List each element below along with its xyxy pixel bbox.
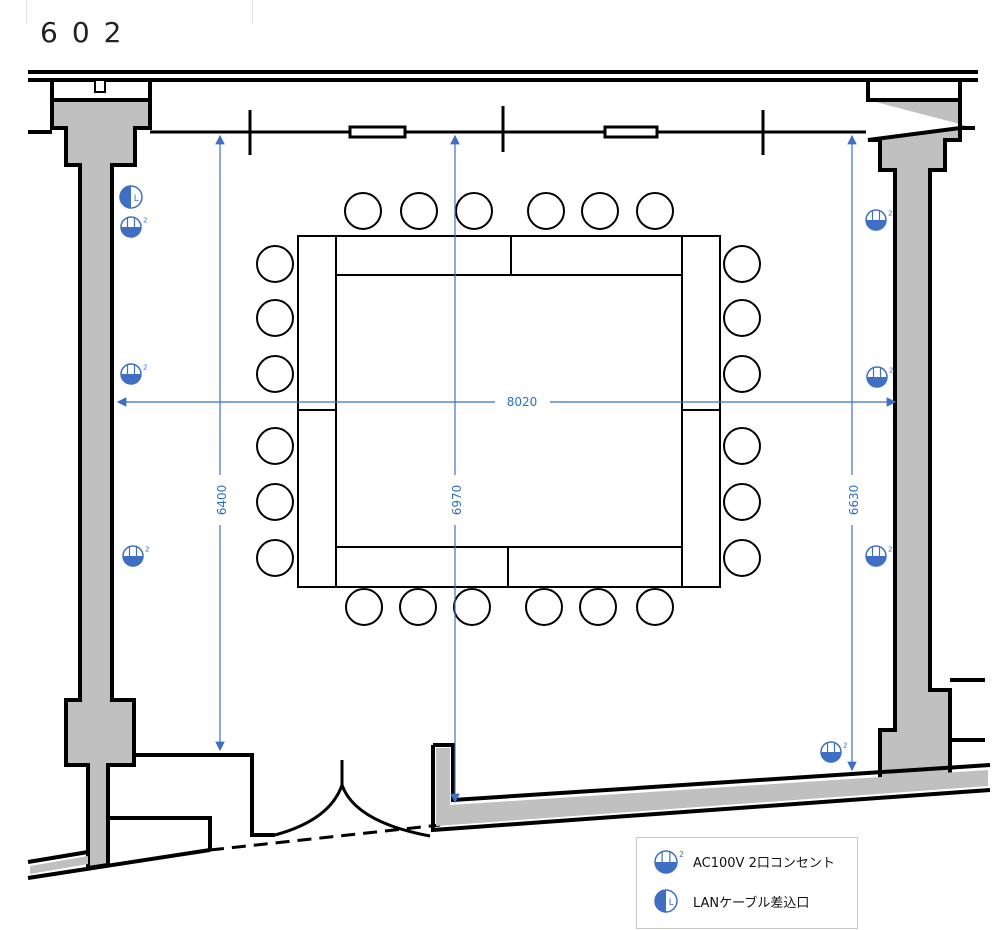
- chair: [581, 192, 619, 230]
- dimension-left-depth: 6400: [215, 485, 229, 516]
- chair: [525, 588, 563, 626]
- chair: [256, 539, 294, 577]
- bottom-right-wall-fill: [436, 748, 988, 826]
- outlet-count: 2: [843, 742, 847, 750]
- bottom-walls: [27, 743, 991, 880]
- ac-outlet-icon: 2: [820, 741, 847, 763]
- chair: [636, 588, 674, 626]
- legend-lan-port: L LANケーブル差込口: [653, 888, 809, 914]
- room-number: 602: [40, 16, 136, 49]
- dimension-lines: [116, 134, 897, 804]
- ac-outlet-icon: 2: [122, 545, 149, 567]
- chair: [636, 192, 674, 230]
- chair: [723, 483, 761, 521]
- chair: [723, 355, 761, 393]
- outlets: L 2 2 2 2 2 2 2: [119, 185, 893, 763]
- outlet-count: 2: [679, 850, 684, 859]
- right-column: [866, 80, 985, 785]
- ac-outlet-icon: 2: [120, 363, 147, 385]
- chairs: [256, 192, 761, 626]
- lan-port-icon: L: [654, 889, 678, 913]
- table: [681, 235, 721, 411]
- table: [297, 409, 337, 588]
- outlet-count: 2: [888, 546, 892, 554]
- chair: [256, 355, 294, 393]
- legend: 2 AC100V 2口コンセント L LANケーブル差込口: [636, 837, 858, 929]
- dimension-width: 8020: [507, 395, 538, 409]
- chair: [400, 192, 438, 230]
- chair: [256, 427, 294, 465]
- chair: [723, 299, 761, 337]
- chair: [344, 192, 382, 230]
- chair: [256, 483, 294, 521]
- table: [507, 546, 683, 588]
- bottom-left-wall-fill: [30, 856, 88, 874]
- chair: [527, 192, 565, 230]
- chair: [723, 245, 761, 283]
- chair: [256, 299, 294, 337]
- outlet-count: 2: [888, 210, 892, 218]
- dimension-center-depth: 6970: [450, 485, 464, 516]
- legend-lan-label: LANケーブル差込口: [693, 895, 810, 911]
- dimension-right-depth: 6630: [847, 485, 861, 516]
- outlet-count: 2: [889, 367, 893, 375]
- chair: [453, 588, 491, 626]
- table: [297, 235, 337, 411]
- lan-port-icon: L: [654, 889, 678, 913]
- lan-glyph: L: [134, 194, 139, 204]
- table: [335, 546, 509, 588]
- outlet-count: 2: [145, 546, 149, 554]
- ac-outlet-icon: 2: [865, 545, 892, 567]
- ac-outlet-icon: 2: [654, 850, 684, 874]
- chair: [256, 245, 294, 283]
- window-wall: [150, 106, 866, 155]
- outlet-count: 2: [143, 364, 147, 372]
- chair: [723, 427, 761, 465]
- lan-port-icon: L: [119, 185, 143, 209]
- legend-ac-label: AC100V 2口コンセント: [693, 855, 835, 871]
- chair: [345, 588, 383, 626]
- ac-outlet-icon: 2: [865, 209, 892, 231]
- lan-glyph: L: [669, 898, 674, 908]
- legend-ac-outlet: 2 AC100V 2口コンセント: [653, 848, 835, 874]
- header-frame: [26, 0, 253, 24]
- chair: [579, 588, 617, 626]
- chair: [455, 192, 493, 230]
- table: [335, 235, 512, 276]
- ac-outlet-icon: 2: [654, 850, 684, 874]
- ac-outlet-icon: 2: [866, 366, 893, 388]
- chair: [399, 588, 437, 626]
- conference-tables: [297, 235, 721, 588]
- table: [510, 235, 683, 276]
- outlet-count: 2: [143, 217, 147, 225]
- exterior-wall-top: [28, 70, 978, 82]
- table: [681, 409, 721, 588]
- ac-outlet-icon: 2: [120, 216, 147, 238]
- chair: [723, 539, 761, 577]
